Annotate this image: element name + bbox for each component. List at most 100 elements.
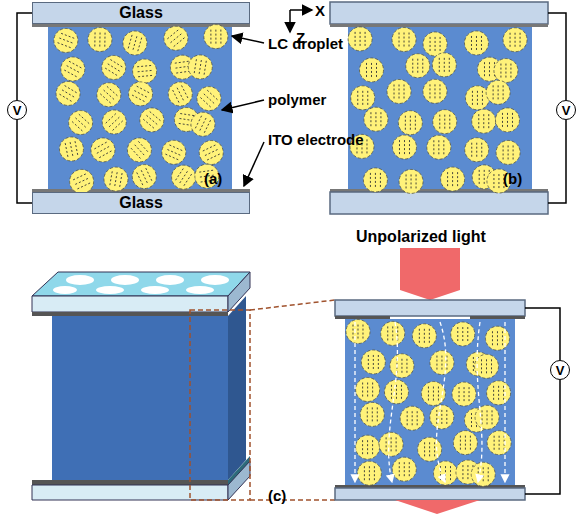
node-text: Glass [119, 194, 163, 212]
lc-droplet [427, 135, 451, 159]
lc-droplet [97, 83, 121, 107]
lc-droplet [348, 27, 372, 51]
lc-droplet [102, 110, 126, 134]
wire [17, 120, 32, 203]
lc-droplet [406, 54, 430, 78]
lc-droplet [475, 405, 499, 429]
lc-droplet [188, 55, 212, 79]
lc-droplet [162, 140, 186, 164]
glass-top [32, 272, 250, 296]
lc-droplet [88, 28, 112, 52]
lc-droplet [433, 110, 457, 134]
panel-label: (b) [503, 171, 522, 186]
lc-droplet [129, 82, 153, 106]
node-text: V [562, 103, 571, 118]
voltage-source: V [550, 360, 570, 380]
lc-droplet [172, 165, 196, 189]
lc-droplet [392, 457, 416, 481]
glass-plate: Glass [32, 2, 250, 24]
panel-label: (c) [268, 488, 286, 503]
lc-droplet [392, 135, 416, 159]
lc-droplet [61, 57, 85, 81]
axis [289, 10, 291, 32]
lc-droplet [123, 31, 147, 55]
lc-droplet [441, 167, 465, 191]
lc-droplet [392, 28, 416, 52]
lc-droplet [485, 326, 509, 350]
lc-droplet [54, 28, 78, 52]
zoom-box [190, 310, 250, 500]
lc-droplet [356, 378, 380, 402]
lc-droplet [451, 322, 475, 346]
lc-droplet [399, 169, 423, 193]
lc-droplet [357, 461, 381, 485]
glass-plate [330, 192, 548, 214]
lc-droplet [430, 351, 454, 375]
lc-droplet [398, 111, 422, 135]
lc-droplet [432, 53, 456, 77]
lc-droplet [465, 138, 489, 162]
lc-droplet [434, 461, 458, 485]
lc-droplet [363, 168, 387, 192]
lc-droplet [132, 165, 156, 189]
lc-droplet [487, 381, 511, 405]
callout-label: LC droplet [268, 36, 343, 51]
callout-label: polymer [268, 92, 326, 107]
glass-plate: Glass [32, 192, 250, 214]
voltage-source: V [556, 100, 576, 120]
node-text: V [556, 363, 565, 378]
lc-droplet [127, 138, 151, 162]
lc-droplet [56, 81, 80, 105]
lc-droplet [390, 354, 414, 378]
cell-body [52, 316, 228, 480]
wire [525, 308, 560, 494]
polymer-matrix [348, 24, 532, 192]
lc-droplet [487, 431, 511, 455]
lc-droplet [364, 107, 388, 131]
lc-droplet [360, 402, 384, 426]
lc-droplet [204, 25, 228, 49]
lc-droplet [486, 80, 510, 104]
lc-droplet [387, 79, 411, 103]
leader-line [222, 100, 264, 110]
polymer-matrix [345, 319, 515, 487]
lc-droplet [423, 32, 447, 56]
lc-droplet [379, 432, 403, 456]
axis [290, 9, 312, 11]
lc-droplet [495, 108, 519, 132]
light-label: Unpolarized light [356, 229, 486, 245]
lc-droplet [381, 321, 405, 345]
leader-line [232, 36, 264, 43]
lc-droplet [464, 31, 488, 55]
lc-droplet [475, 354, 499, 378]
glass-plate [330, 2, 548, 24]
lc-droplet [384, 380, 408, 404]
lc-droplet [412, 324, 436, 348]
leader-line [244, 142, 264, 186]
lc-droplet [494, 59, 518, 83]
lc-droplet [351, 86, 375, 110]
lc-droplet [465, 86, 489, 110]
lc-droplet [104, 167, 128, 191]
lc-droplet [164, 26, 188, 50]
lc-droplet [418, 437, 442, 461]
panel-label: (a) [204, 171, 222, 186]
lc-droplet [361, 350, 385, 374]
light-arrow [395, 500, 480, 514]
lc-droplet [133, 59, 157, 83]
lc-droplet [59, 137, 83, 161]
wire [17, 13, 32, 100]
lc-droplet [430, 405, 454, 429]
lc-droplet [452, 382, 476, 406]
lc-droplet [471, 462, 495, 486]
lc-droplet [70, 169, 94, 193]
light-arrow [400, 248, 460, 300]
node-text: V [13, 103, 22, 118]
polymer-matrix [48, 24, 232, 192]
lc-droplet [140, 108, 164, 132]
voltage-source: V [7, 100, 27, 120]
lc-droplet [102, 55, 126, 79]
node-text: Glass [119, 4, 163, 22]
